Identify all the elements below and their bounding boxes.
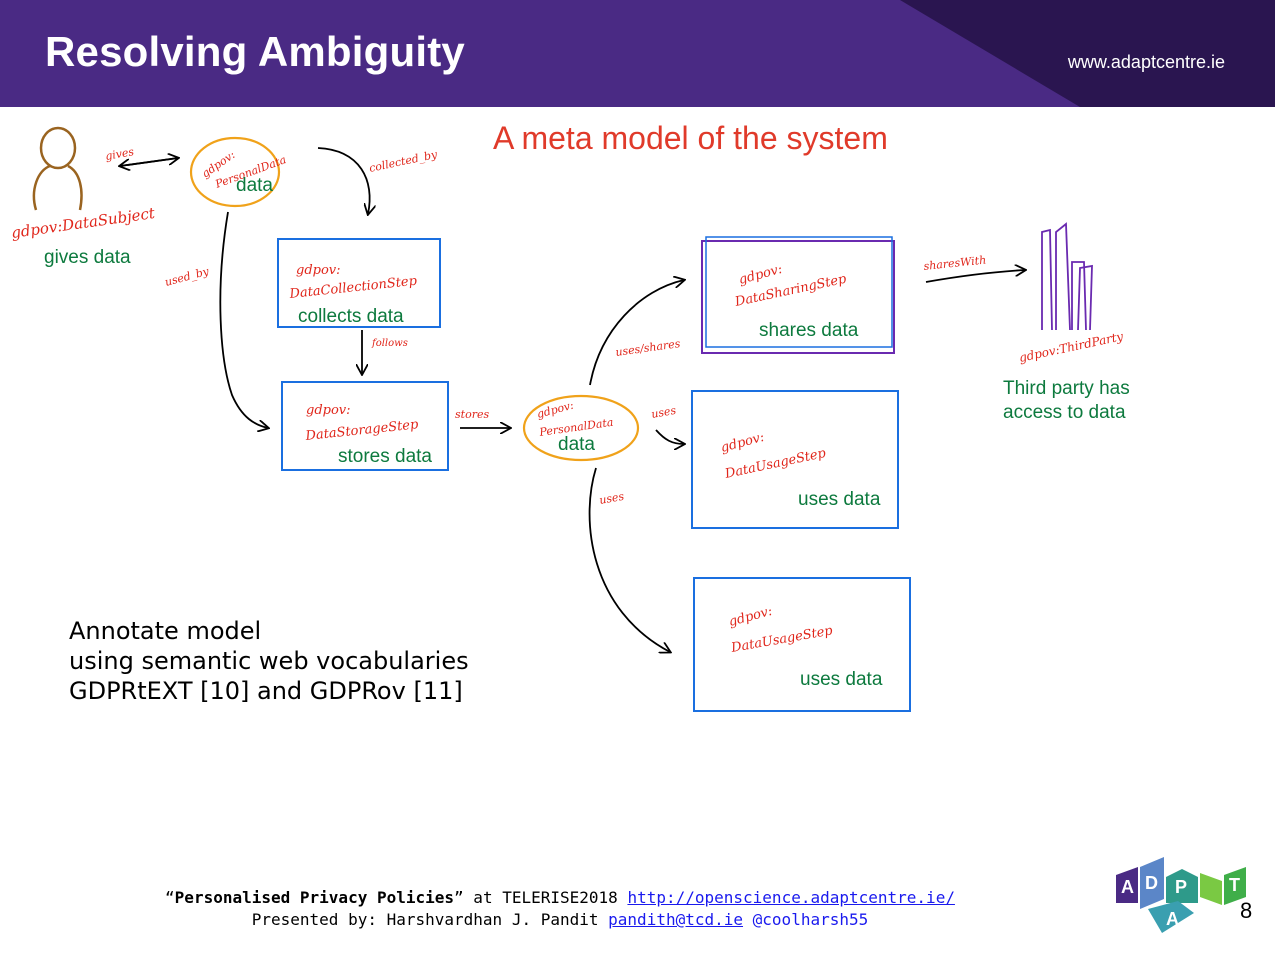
label-usage2-2: DataUsageStep (729, 623, 834, 656)
edge-uses-2 (588, 467, 670, 652)
caption-uses-data-2: uses data (800, 669, 883, 690)
edge-uses-shares (589, 280, 684, 386)
edge-collected-by (317, 147, 370, 214)
caption-uses-data-1: uses data (798, 489, 881, 510)
label-used-by: used_by (163, 264, 211, 288)
label-uses-1: uses (650, 404, 677, 421)
label-storage-1: gdpov: (306, 403, 351, 418)
edge-used-by (219, 211, 268, 428)
caption-data-top: data (236, 175, 273, 196)
third-party-building-icon (1041, 222, 1093, 331)
data-sharing-box (701, 240, 895, 354)
edge-uses-1 (655, 429, 684, 444)
label-usage2-1: gdpov: (727, 604, 774, 630)
annotation-block: Annotate model using semantic web vocabu… (69, 616, 469, 706)
logo-letter-d: D (1145, 873, 1158, 893)
adapt-logo: A D P A T (1116, 857, 1246, 933)
label-usage1-1: gdpov: (719, 430, 766, 456)
data-collection-box (277, 238, 441, 328)
footer-handle: @coolharsh55 (752, 910, 869, 929)
caption-data-mid: data (558, 434, 595, 455)
label-gives: gives (104, 145, 135, 163)
data-subject-person-icon (32, 126, 83, 211)
footer-quote-close: ” (454, 888, 464, 907)
data-usage-box-1 (691, 390, 899, 529)
label-collected-by: collected_by (368, 148, 439, 175)
logo-letter-a1: A (1121, 877, 1134, 897)
page-title: Resolving Ambiguity (45, 28, 465, 75)
label-follows: follows (371, 338, 408, 349)
footer-quote-open: “ (165, 888, 175, 907)
label-uses-2: uses (598, 490, 625, 507)
footer-presented-by: Presented by: Harshvardhan J. Pandit (251, 910, 609, 929)
label-sharing-1: gdpov: (737, 262, 784, 288)
logo-letter-p: P (1175, 877, 1187, 897)
edge-shares-with (925, 270, 1025, 283)
personal-data-ellipse-top (189, 136, 281, 208)
caption-stores-data: stores data (338, 446, 432, 467)
site-url: www.adaptcentre.ie (1067, 52, 1225, 72)
caption-gives-data: gives data (44, 247, 131, 268)
diagram-title: A meta model of the system (493, 120, 888, 156)
footer-email-link[interactable]: pandith@tcd.ie (608, 910, 744, 929)
label-personal-data-mid-1: gdpov: (535, 399, 575, 421)
annotation-line-1: Annotate model (69, 617, 262, 645)
annotation-line-3: GDPRtEXT [10] and GDPRov [11] (69, 677, 463, 705)
personal-data-ellipse-mid (522, 394, 640, 462)
edge-gives-back (120, 157, 179, 166)
caption-third-party-1: Third party has (1003, 378, 1130, 399)
caption-third-party-2: access to data (1003, 402, 1126, 423)
footer-talk-title: Personalised Privacy Policies (174, 888, 455, 907)
label-shares-with: sharesWith (923, 253, 987, 272)
label-third-party: gdpov:ThirdParty (1018, 329, 1125, 365)
logo-letter-t: T (1229, 875, 1240, 895)
footer-url-link[interactable]: http://openscience.adaptcentre.ie/ (627, 888, 955, 907)
data-usage-box-2 (693, 577, 911, 712)
label-collection-1: gdpov: (296, 263, 341, 278)
annotation-line-2: using semantic web vocabularies (69, 647, 469, 675)
header-bar: Resolving Ambiguity www.adaptcentre.ie (0, 0, 1275, 107)
header-shape (900, 0, 1275, 107)
data-storage-box (281, 381, 449, 471)
logo-letter-a2: A (1166, 909, 1179, 929)
footer-at-text: at TELERISE2018 (463, 888, 628, 907)
caption-shares-data: shares data (759, 320, 859, 341)
label-stores: stores (455, 408, 489, 421)
data-sharing-box-outer (705, 236, 893, 348)
caption-collects-data: collects data (298, 306, 404, 327)
label-data-subject: gdpov:DataSubject (10, 204, 157, 242)
footer-line-1: “Personalised Privacy Policies” at TELER… (0, 888, 1120, 907)
footer-line-2: Presented by: Harshvardhan J. Pandit pan… (0, 910, 1120, 929)
label-storage-2: DataStorageStep (304, 417, 420, 444)
page-number: 8 (1240, 898, 1253, 923)
label-uses-shares: uses/shares (615, 337, 682, 359)
